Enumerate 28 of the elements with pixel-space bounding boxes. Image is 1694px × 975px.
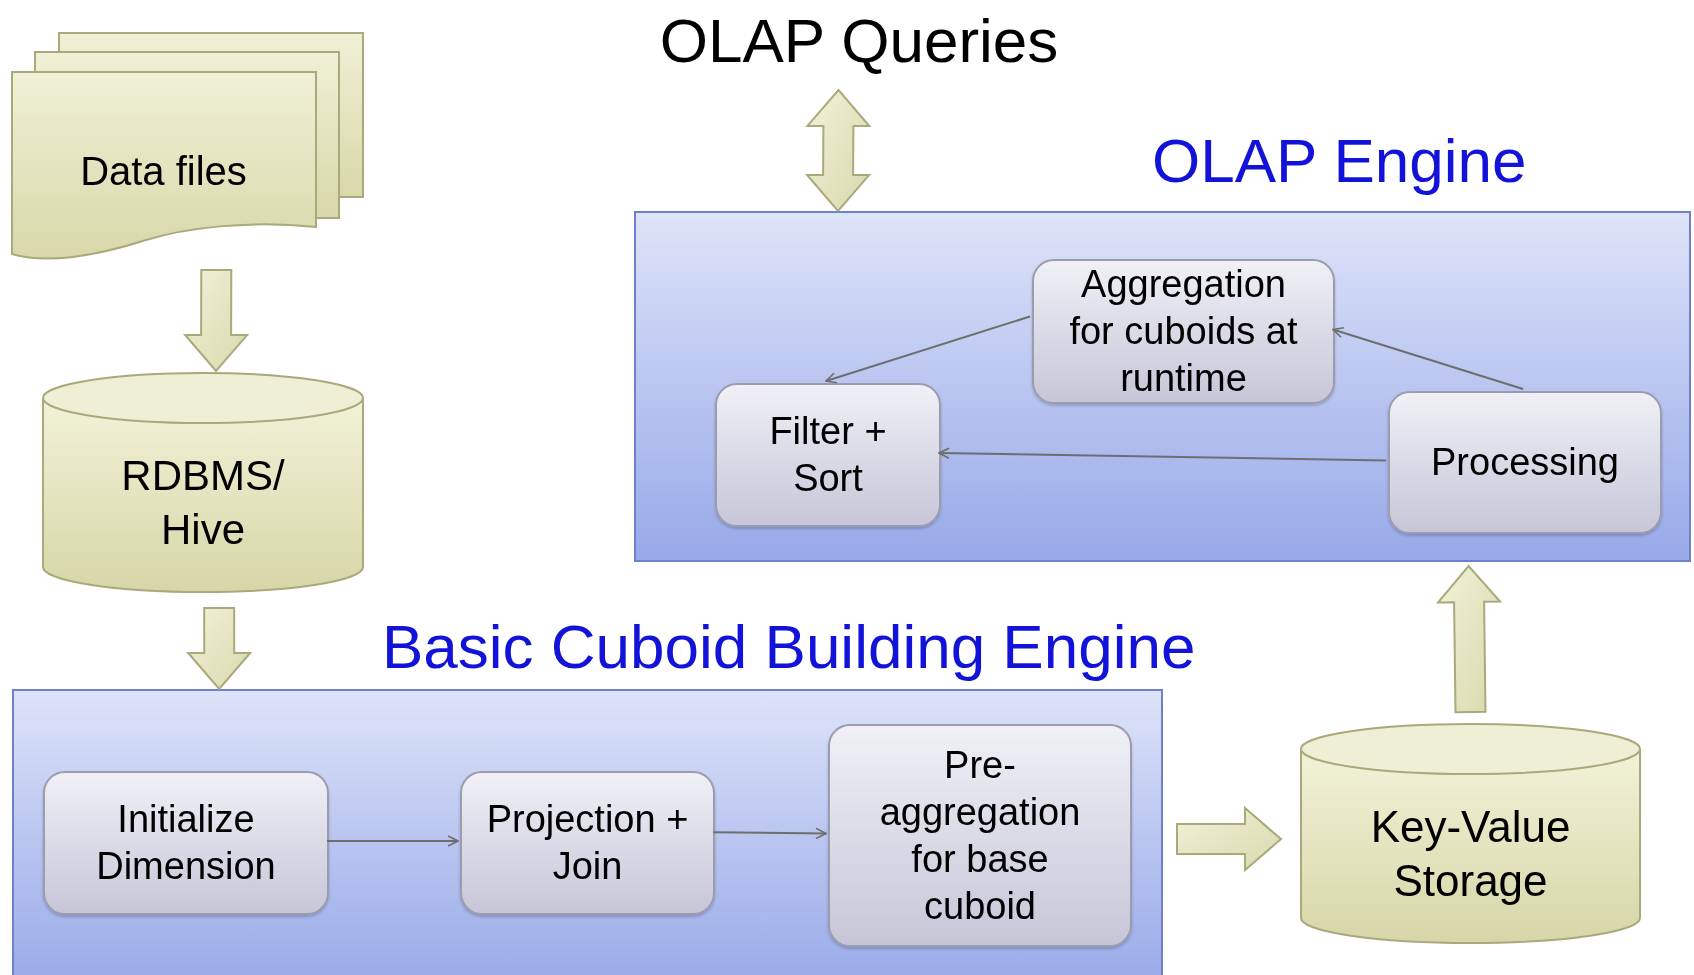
arrow (825, 315, 1031, 384)
process-box (1388, 391, 1662, 534)
node-label: Data files (79, 148, 248, 195)
node-label: RDBMS/ Hive (120, 450, 286, 555)
block-arrow (804, 88, 872, 213)
node-label: Projection + Join (485, 797, 690, 889)
node-label: Aggregation for cuboids at runtime (1068, 262, 1299, 401)
block-arrow (186, 607, 253, 691)
process-box (1032, 259, 1335, 404)
arrow (326, 835, 459, 847)
node-label: Key-Value Storage (1369, 800, 1572, 907)
process-box (460, 771, 715, 915)
node-label: Processing (1430, 440, 1620, 485)
arrow (712, 827, 827, 840)
node-label: Initialize Dimension (95, 797, 277, 889)
process-box (715, 383, 941, 527)
block-arrow (182, 268, 250, 373)
arrow (1332, 326, 1524, 390)
arrow (938, 447, 1387, 462)
process-box (43, 771, 329, 915)
block-arrow (1176, 805, 1283, 873)
node-label: Pre-aggregation for base cuboid (878, 742, 1082, 929)
process-box (828, 724, 1132, 947)
block-arrow (1435, 564, 1503, 714)
node-label: Filter + Sort (768, 409, 888, 501)
panel-heading: Basic Cuboid Building Engine (382, 611, 1196, 683)
node-label: OLAP Queries (659, 5, 1059, 77)
panel-heading: OLAP Engine (1152, 125, 1527, 197)
